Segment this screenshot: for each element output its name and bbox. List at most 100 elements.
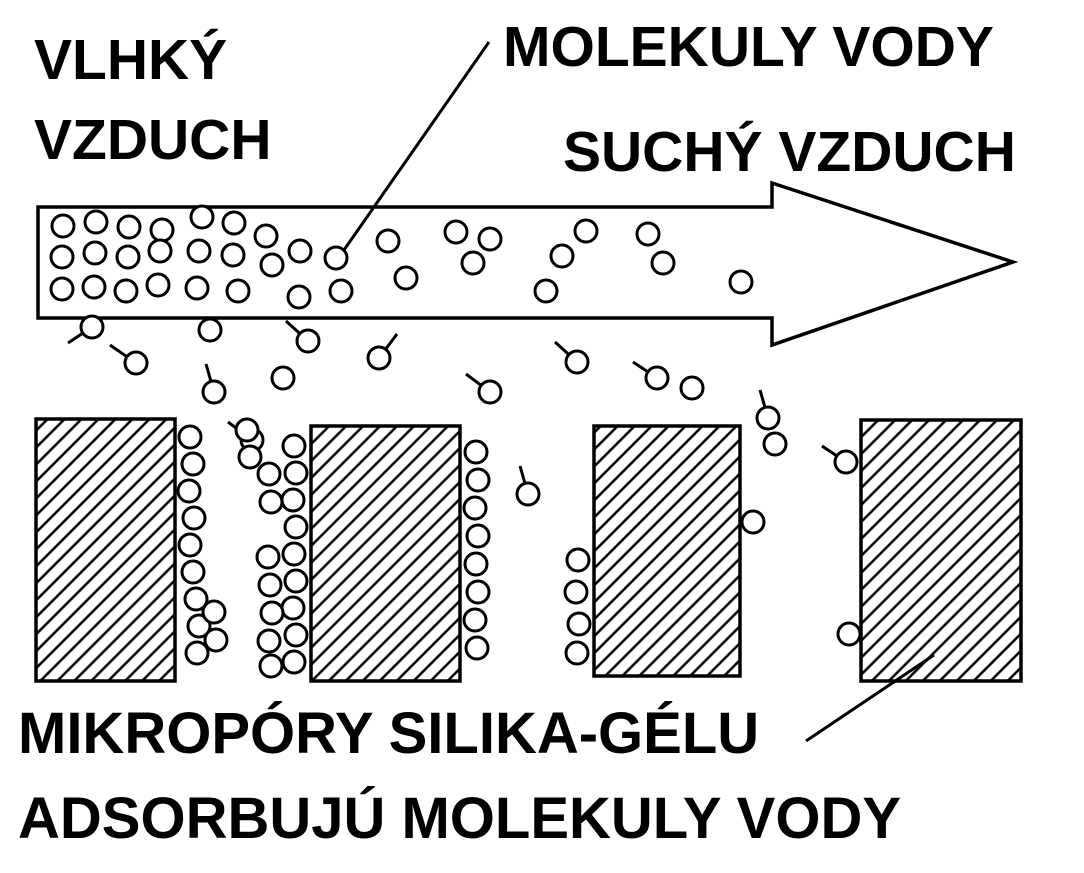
water-molecule (83, 209, 109, 235)
water-molecule (465, 467, 491, 493)
water-molecule (49, 276, 75, 302)
water-molecule (460, 250, 486, 276)
water-molecule (186, 613, 212, 639)
water-molecule (836, 621, 862, 647)
water-molecule (565, 547, 591, 573)
water-molecule (833, 449, 859, 475)
water-molecule (281, 433, 307, 459)
water-molecule (259, 252, 285, 278)
adsorbed-water-molecules (176, 417, 862, 679)
water-molecule (393, 265, 419, 291)
water-molecule (147, 238, 173, 264)
water-molecule (184, 275, 210, 301)
silica-gel-block (859, 418, 1023, 683)
leader-lines (342, 41, 935, 743)
water-molecule (287, 238, 313, 264)
water-molecule (201, 379, 227, 405)
water-molecule (116, 214, 142, 240)
water-molecule (203, 627, 229, 653)
water-molecule (180, 451, 206, 477)
air-flow-arrow (36, 180, 1019, 348)
water-molecule (283, 568, 309, 594)
water-molecule (176, 478, 202, 504)
silica-gel-block (592, 424, 742, 678)
water-molecule (728, 269, 754, 295)
silica-gel-block (34, 417, 177, 683)
water-molecule (650, 250, 676, 276)
water-molecule (201, 599, 227, 625)
water-molecule (257, 572, 283, 598)
water-molecule (283, 622, 309, 648)
water-molecule (81, 274, 107, 300)
water-molecule (375, 228, 401, 254)
water-molecule (573, 218, 599, 244)
water-molecule (283, 514, 309, 540)
silica-gel-blocks (34, 417, 1023, 683)
water-molecule (113, 278, 139, 304)
water-molecule (679, 375, 705, 401)
water-molecule (258, 489, 284, 515)
water-molecule (177, 424, 203, 450)
water-molecule (186, 238, 212, 264)
water-molecule (465, 523, 491, 549)
water-molecule (183, 586, 209, 612)
water-molecule (180, 559, 206, 585)
water-molecule (463, 551, 489, 577)
label-water-molecules: MOLEKULY VODY (503, 15, 994, 79)
water-molecule (564, 640, 590, 666)
water-molecule (258, 653, 284, 679)
label-humid-air-line2: VZDUCH (34, 108, 272, 172)
label-dry-air: SUCHÝ VZDUCH (563, 119, 1016, 184)
label-caption-line1: MIKROPÓRY SILIKA-GÉLU (18, 701, 759, 766)
water-molecule (286, 284, 312, 310)
water-molecule (270, 365, 296, 391)
water-molecule (280, 487, 306, 513)
water-molecule (366, 345, 392, 371)
water-molecule (762, 431, 788, 457)
water-molecule (79, 314, 105, 340)
water-molecule (177, 532, 203, 558)
water-molecule (443, 219, 469, 245)
water-molecule (123, 350, 149, 376)
water-molecule (145, 272, 171, 298)
silica-gel-block (309, 424, 462, 683)
water-molecule (197, 317, 223, 343)
water-molecule (259, 600, 285, 626)
water-molecule (280, 595, 306, 621)
water-molecule (462, 607, 488, 633)
water-molecule (256, 628, 282, 654)
water-molecule (477, 226, 503, 252)
label-humid-air-line1: VLHKÝ (34, 27, 227, 92)
water-molecule (281, 649, 307, 675)
water-molecule (515, 481, 541, 507)
leader-line (805, 653, 935, 743)
water-molecule (463, 439, 489, 465)
water-molecule (82, 240, 108, 266)
water-molecule (281, 541, 307, 567)
water-molecule (644, 365, 670, 391)
water-molecule (115, 244, 141, 270)
water-molecule (533, 278, 559, 304)
water-molecule (220, 242, 246, 268)
water-molecule (462, 495, 488, 521)
water-molecule (563, 579, 589, 605)
water-molecule (253, 223, 279, 249)
air-flow-arrow-outline (36, 180, 1019, 348)
water-molecule (225, 278, 251, 304)
water-molecule (221, 210, 247, 236)
leader-line (342, 41, 491, 251)
water-molecule (566, 611, 592, 637)
water-molecule (549, 243, 575, 269)
water-molecule (328, 278, 354, 304)
water-molecule (464, 635, 490, 661)
arrow-water-molecules (49, 204, 754, 310)
water-molecule (323, 245, 349, 271)
water-molecule (740, 509, 766, 535)
water-molecule (256, 461, 282, 487)
water-molecule (189, 204, 215, 230)
water-molecule (465, 579, 491, 605)
water-molecule (295, 328, 321, 354)
water-molecule (184, 640, 210, 666)
